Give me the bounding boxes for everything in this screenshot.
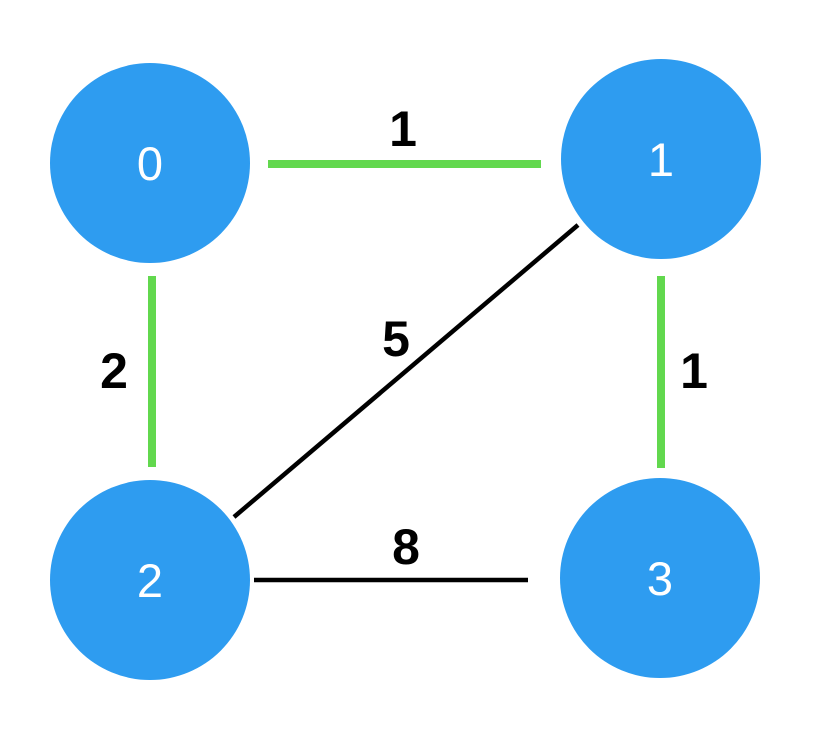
- edge-weight-0-1: 1: [389, 101, 417, 157]
- edge-weight-2-3: 8: [392, 519, 420, 575]
- node-0: 0: [50, 63, 250, 263]
- edge-weight-1-3: 1: [680, 343, 708, 399]
- node-2-label: 2: [136, 553, 164, 607]
- node-1: 1: [561, 59, 761, 259]
- edge-weight-0-2: 2: [100, 343, 128, 399]
- node-3-label: 3: [646, 551, 674, 605]
- node-0-label: 0: [136, 136, 164, 190]
- node-1-label: 1: [647, 132, 675, 186]
- node-2: 2: [50, 480, 250, 680]
- node-3: 3: [560, 478, 760, 678]
- edge-weight-1-2: 5: [382, 311, 410, 367]
- edge-1-2: [232, 223, 580, 519]
